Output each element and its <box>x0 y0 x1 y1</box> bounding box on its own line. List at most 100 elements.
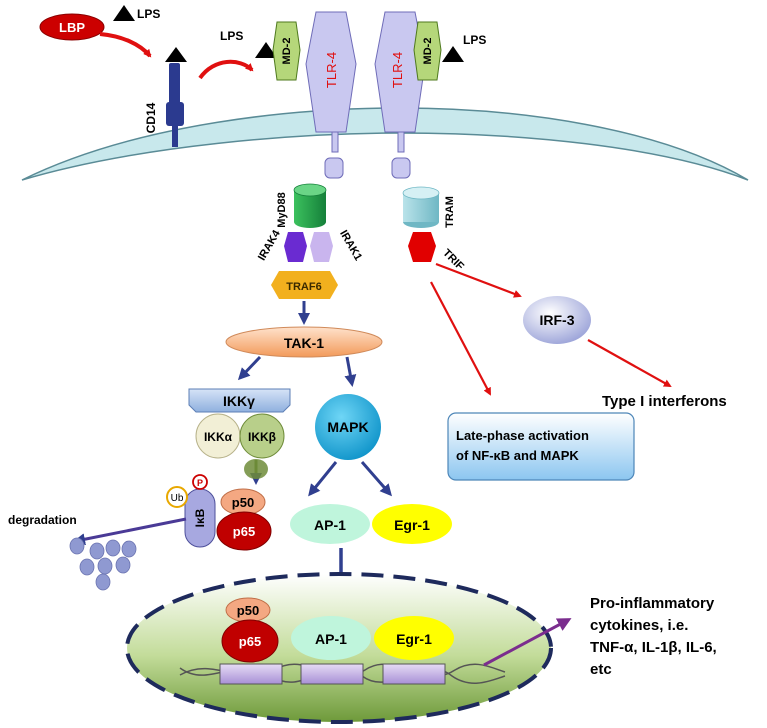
tak1-to-mapk-arrow <box>344 356 357 387</box>
nuc-ap1-label: AP-1 <box>315 631 347 647</box>
tlr4-right <box>374 11 426 133</box>
fragment <box>97 557 113 575</box>
tlr4-left-label: TLR-4 <box>324 52 339 88</box>
lps-triangle-cd14 <box>165 47 187 62</box>
trif-to-irf3-arrow <box>435 262 522 298</box>
mapk-to-ap1-arrow <box>308 461 338 497</box>
degradation-label: degradation <box>8 513 77 527</box>
trif-label: TRIF <box>440 247 466 273</box>
promoter-box-1 <box>219 663 283 685</box>
degradation-fragments <box>69 537 137 591</box>
myd88-shape <box>294 190 326 228</box>
ikk-shadow-ball <box>244 459 268 479</box>
tlr4-left-tm <box>331 131 339 153</box>
ikk-alpha-label: IKKα <box>204 430 233 444</box>
tlr4-right-tm <box>397 131 405 153</box>
phospho-tag <box>192 474 208 490</box>
proinfl-line3: TNF-α, IL-1β, IL-6, <box>590 639 717 656</box>
traf6-label: TRAF6 <box>286 281 321 293</box>
tram-top <box>402 186 440 200</box>
fragment <box>89 542 105 560</box>
fragment <box>95 573 111 591</box>
cd14-stalk <box>172 125 178 147</box>
ikk-gamma-label: IKKγ <box>223 393 255 409</box>
trif-to-late-phase-arrow <box>430 281 491 396</box>
irak1-label: IRAK1 <box>337 228 364 263</box>
fragment <box>105 539 121 557</box>
phospho-label: P <box>197 478 203 488</box>
ikk-gamma-shape <box>188 388 291 413</box>
tlr4-left-tir <box>324 157 344 179</box>
fragment <box>69 537 85 555</box>
md2-left <box>272 21 301 81</box>
promoter-box-2 <box>300 663 364 685</box>
irf3-to-ifn-arrow <box>587 339 672 387</box>
md2-right-label: MD-2 <box>422 38 434 65</box>
trif-shape <box>408 232 436 262</box>
lbp-to-cd14-arrow <box>99 32 152 58</box>
tak1-label: TAK-1 <box>284 335 324 351</box>
tram-label: TRAM <box>444 196 456 228</box>
irf3-label: IRF-3 <box>540 312 575 328</box>
ub-label: Ub <box>171 493 184 504</box>
lps-label-2: LPS <box>220 29 243 43</box>
cd14-body <box>166 102 184 126</box>
myd88-label: MyD88 <box>276 192 288 227</box>
proinfl-line2: cytokines, i.e. <box>590 617 688 634</box>
ap1-label: AP-1 <box>314 517 346 533</box>
tak1-shape <box>225 326 383 358</box>
fragment <box>121 540 137 558</box>
proinfl-line1: Pro-inflammatory <box>590 595 715 612</box>
ap1-shape <box>290 504 370 544</box>
ub-tag <box>166 486 188 508</box>
lps-triangle-left <box>255 42 277 58</box>
irak4-shape <box>284 232 307 262</box>
ikb-label: IκB <box>193 508 207 527</box>
p50-label: p50 <box>232 495 254 510</box>
cd14-label: CD14 <box>144 102 158 133</box>
traf6-shape <box>271 271 338 299</box>
ikk-beta-label: IKKβ <box>248 430 276 444</box>
lps-triangle-1 <box>113 5 135 21</box>
cd14-to-md2-arrow <box>198 59 254 80</box>
egr1-shape <box>372 504 452 544</box>
tlr4-right-label: TLR-4 <box>390 52 405 88</box>
md2-left-label: MD-2 <box>281 38 293 65</box>
irak1-shape <box>310 232 333 262</box>
tak1-to-ikk-arrow <box>237 355 262 381</box>
ikk-beta-shape <box>239 413 285 459</box>
type1-ifn-label: Type I interferons <box>602 393 727 410</box>
mapk-to-egr1-arrow <box>360 461 392 497</box>
promoter-box-3 <box>382 663 446 685</box>
mapk-shape <box>315 394 381 460</box>
nuc-p65-label: p65 <box>239 634 261 649</box>
mapk-label: MAPK <box>327 419 368 435</box>
nuc-p50-label: p50 <box>237 603 259 618</box>
nucleus-to-cytokines-arrow <box>483 618 572 667</box>
tlr4-right-tir <box>391 157 411 179</box>
late-phase-line2: of NF-κB and MAPK <box>456 448 579 463</box>
lps-label-1: LPS <box>137 7 160 21</box>
nuc-ap1-shape <box>291 616 371 660</box>
late-phase-line1: Late-phase activation <box>456 428 589 443</box>
irak4-label: IRAK4 <box>256 227 283 262</box>
nuc-p65-shape <box>221 619 279 663</box>
degradation-arrow <box>73 517 187 546</box>
lps-triangle-right <box>442 46 464 62</box>
cd14-head <box>169 63 180 107</box>
fragment <box>79 558 95 576</box>
cell-membrane <box>21 107 749 181</box>
nuc-egr1-shape <box>374 616 454 660</box>
nuc-egr1-label: Egr-1 <box>396 631 432 647</box>
lps-label-3: LPS <box>463 33 486 47</box>
md2-right <box>413 21 442 81</box>
irf3-shape <box>523 296 591 344</box>
proinfl-line4: etc <box>590 661 612 678</box>
p65-label: p65 <box>233 524 255 539</box>
p65-shape <box>216 511 272 551</box>
late-phase-box <box>447 412 635 481</box>
tlr4-left <box>305 11 357 133</box>
fragment <box>115 556 131 574</box>
